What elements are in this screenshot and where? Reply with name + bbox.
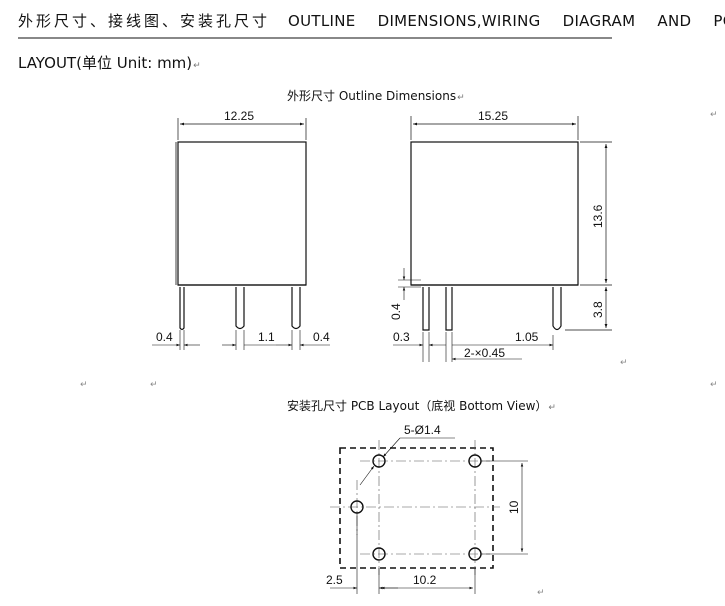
- dim-standoff: 0.4: [389, 303, 403, 320]
- outline-caption-text: 外形尺寸 Outline Dimensions: [287, 89, 457, 103]
- side-view: [393, 116, 612, 362]
- pcb-caption: 安装孔尺寸 PCB Layout（底视 Bottom View）↵: [287, 397, 556, 414]
- title-units: LAYOUT(单位 Unit: mm): [18, 54, 193, 72]
- pin-side-right: [552, 287, 562, 331]
- dim-pin-pair: 2-×0.45: [464, 346, 505, 360]
- dim-front-pin-left: 0.4: [156, 330, 173, 344]
- pcb-caption-text: 安装孔尺寸 PCB Layout（底视 Bottom View）: [287, 399, 548, 413]
- relay-body-side: [410, 141, 579, 286]
- dim-pin-length: 3.8: [591, 301, 605, 318]
- pin-front-middle: [235, 287, 245, 330]
- pin-side-left: [422, 287, 430, 331]
- return-mark-icon: ↵: [457, 93, 465, 103]
- page-title-line2: LAYOUT(单位 Unit: mm)↵: [18, 52, 201, 73]
- dim-pcb-holes: 5-Ø1.4: [404, 423, 441, 437]
- page-title: 外形尺寸、接线图、安装孔尺寸 OUTLINE DIMENSIONS,WIRING …: [18, 10, 725, 31]
- dim-front-pitch: 1.1: [258, 330, 275, 344]
- dim-pcb-spacing: 10.2: [413, 573, 437, 587]
- pin-front-right: [291, 287, 301, 330]
- dim-pin-spacing: 1.05: [515, 330, 539, 344]
- title-chinese: 外形尺寸、接线图、安装孔尺寸: [18, 12, 271, 30]
- pcb-hole: [372, 547, 386, 561]
- return-mark-icon: ↵: [548, 403, 556, 413]
- pcb-hole: [372, 454, 386, 468]
- return-mark-icon: ↵: [80, 380, 88, 390]
- title-english: OUTLINE DIMENSIONS,WIRING DIAGRAM AND PC…: [288, 12, 725, 30]
- return-mark-icon: ↵: [193, 61, 201, 71]
- return-mark-icon: ↵: [620, 358, 628, 368]
- dim-side-height: 13.6: [591, 204, 605, 228]
- dim-pcb-height: 10: [507, 500, 521, 514]
- outline-caption: 外形尺寸 Outline Dimensions↵: [287, 87, 465, 104]
- dim-pcb-offset: 2.5: [326, 573, 343, 587]
- dim-front-pin-right: 0.4: [313, 330, 330, 344]
- pcb-outline: [339, 447, 494, 569]
- pin-front-left: [179, 287, 185, 331]
- pin-side-middle: [445, 287, 453, 331]
- dim-front-width: 12.25: [224, 109, 254, 123]
- return-mark-icon: ↵: [537, 588, 545, 598]
- return-mark-icon: ↵: [710, 110, 718, 120]
- front-view: [152, 118, 330, 350]
- return-mark-icon: ↵: [710, 380, 718, 390]
- dim-pin-thickness: 0.3: [393, 330, 410, 344]
- dim-side-width: 15.25: [478, 109, 508, 123]
- relay-body-front: [177, 141, 307, 286]
- return-mark-icon: ↵: [150, 380, 158, 390]
- pcb-layout: [330, 437, 528, 594]
